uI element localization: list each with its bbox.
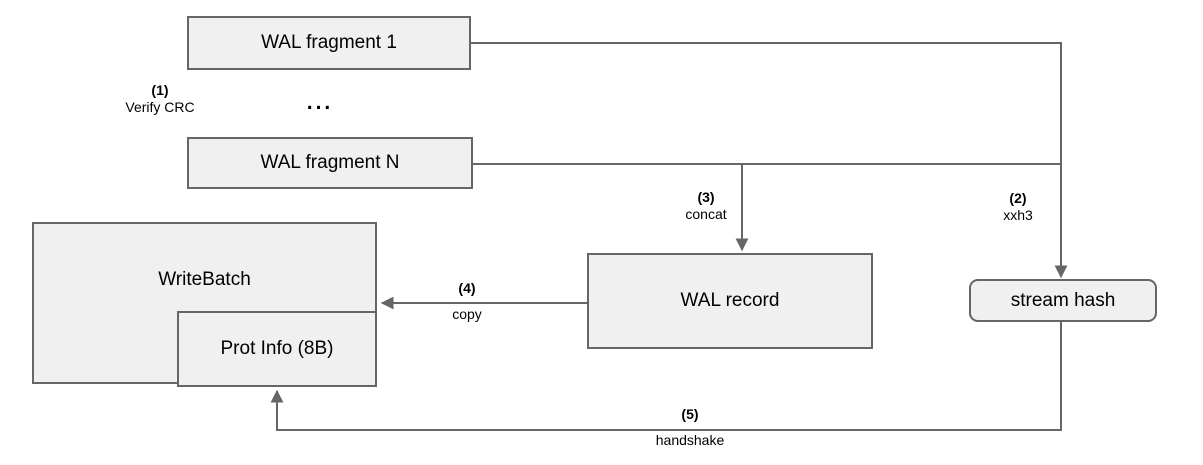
fragments-ellipsis: ... [306, 91, 334, 114]
step-4-number: (4) [458, 280, 476, 296]
wal-fragment-1-box: WAL fragment 1 [187, 16, 471, 70]
prot-info-label: Prot Info (8B) [220, 338, 334, 359]
step-1-verify-crc: (1) Verify CRC [125, 82, 194, 116]
wal-fragment-n-label: WAL fragment N [260, 152, 400, 173]
step-3-label: concat [685, 206, 727, 222]
wal-fragment-n-box: WAL fragment N [187, 137, 473, 189]
step-3-number: (3) [697, 189, 715, 205]
step-5-number: (5) [681, 406, 699, 422]
step-1-label: Verify CRC [125, 99, 195, 115]
step-5-label: handshake [655, 432, 725, 448]
step-1-number: (1) [151, 82, 169, 98]
writebatch-label: WriteBatch [158, 269, 251, 290]
step-2-label: xxh3 [1003, 207, 1033, 223]
step-2-xxh3: (2) xxh3 [1003, 190, 1033, 224]
connector-fragment1-to-stream-hash [471, 42, 1068, 279]
step-3-concat: (3) concat [685, 189, 726, 223]
wal-record-box: WAL record [587, 253, 873, 349]
step-5-handshake: (5) handshake [656, 406, 725, 449]
step-4-copy: (4) copy [452, 280, 482, 323]
step-4-label: copy [452, 306, 482, 322]
wal-fragment-1-label: WAL fragment 1 [261, 32, 397, 53]
stream-hash-label: stream hash [1010, 289, 1116, 311]
wal-record-label: WAL record [680, 290, 780, 311]
step-2-number: (2) [1009, 190, 1027, 206]
prot-info-box: Prot Info (8B) [177, 311, 377, 387]
stream-hash-box: stream hash [969, 279, 1157, 322]
